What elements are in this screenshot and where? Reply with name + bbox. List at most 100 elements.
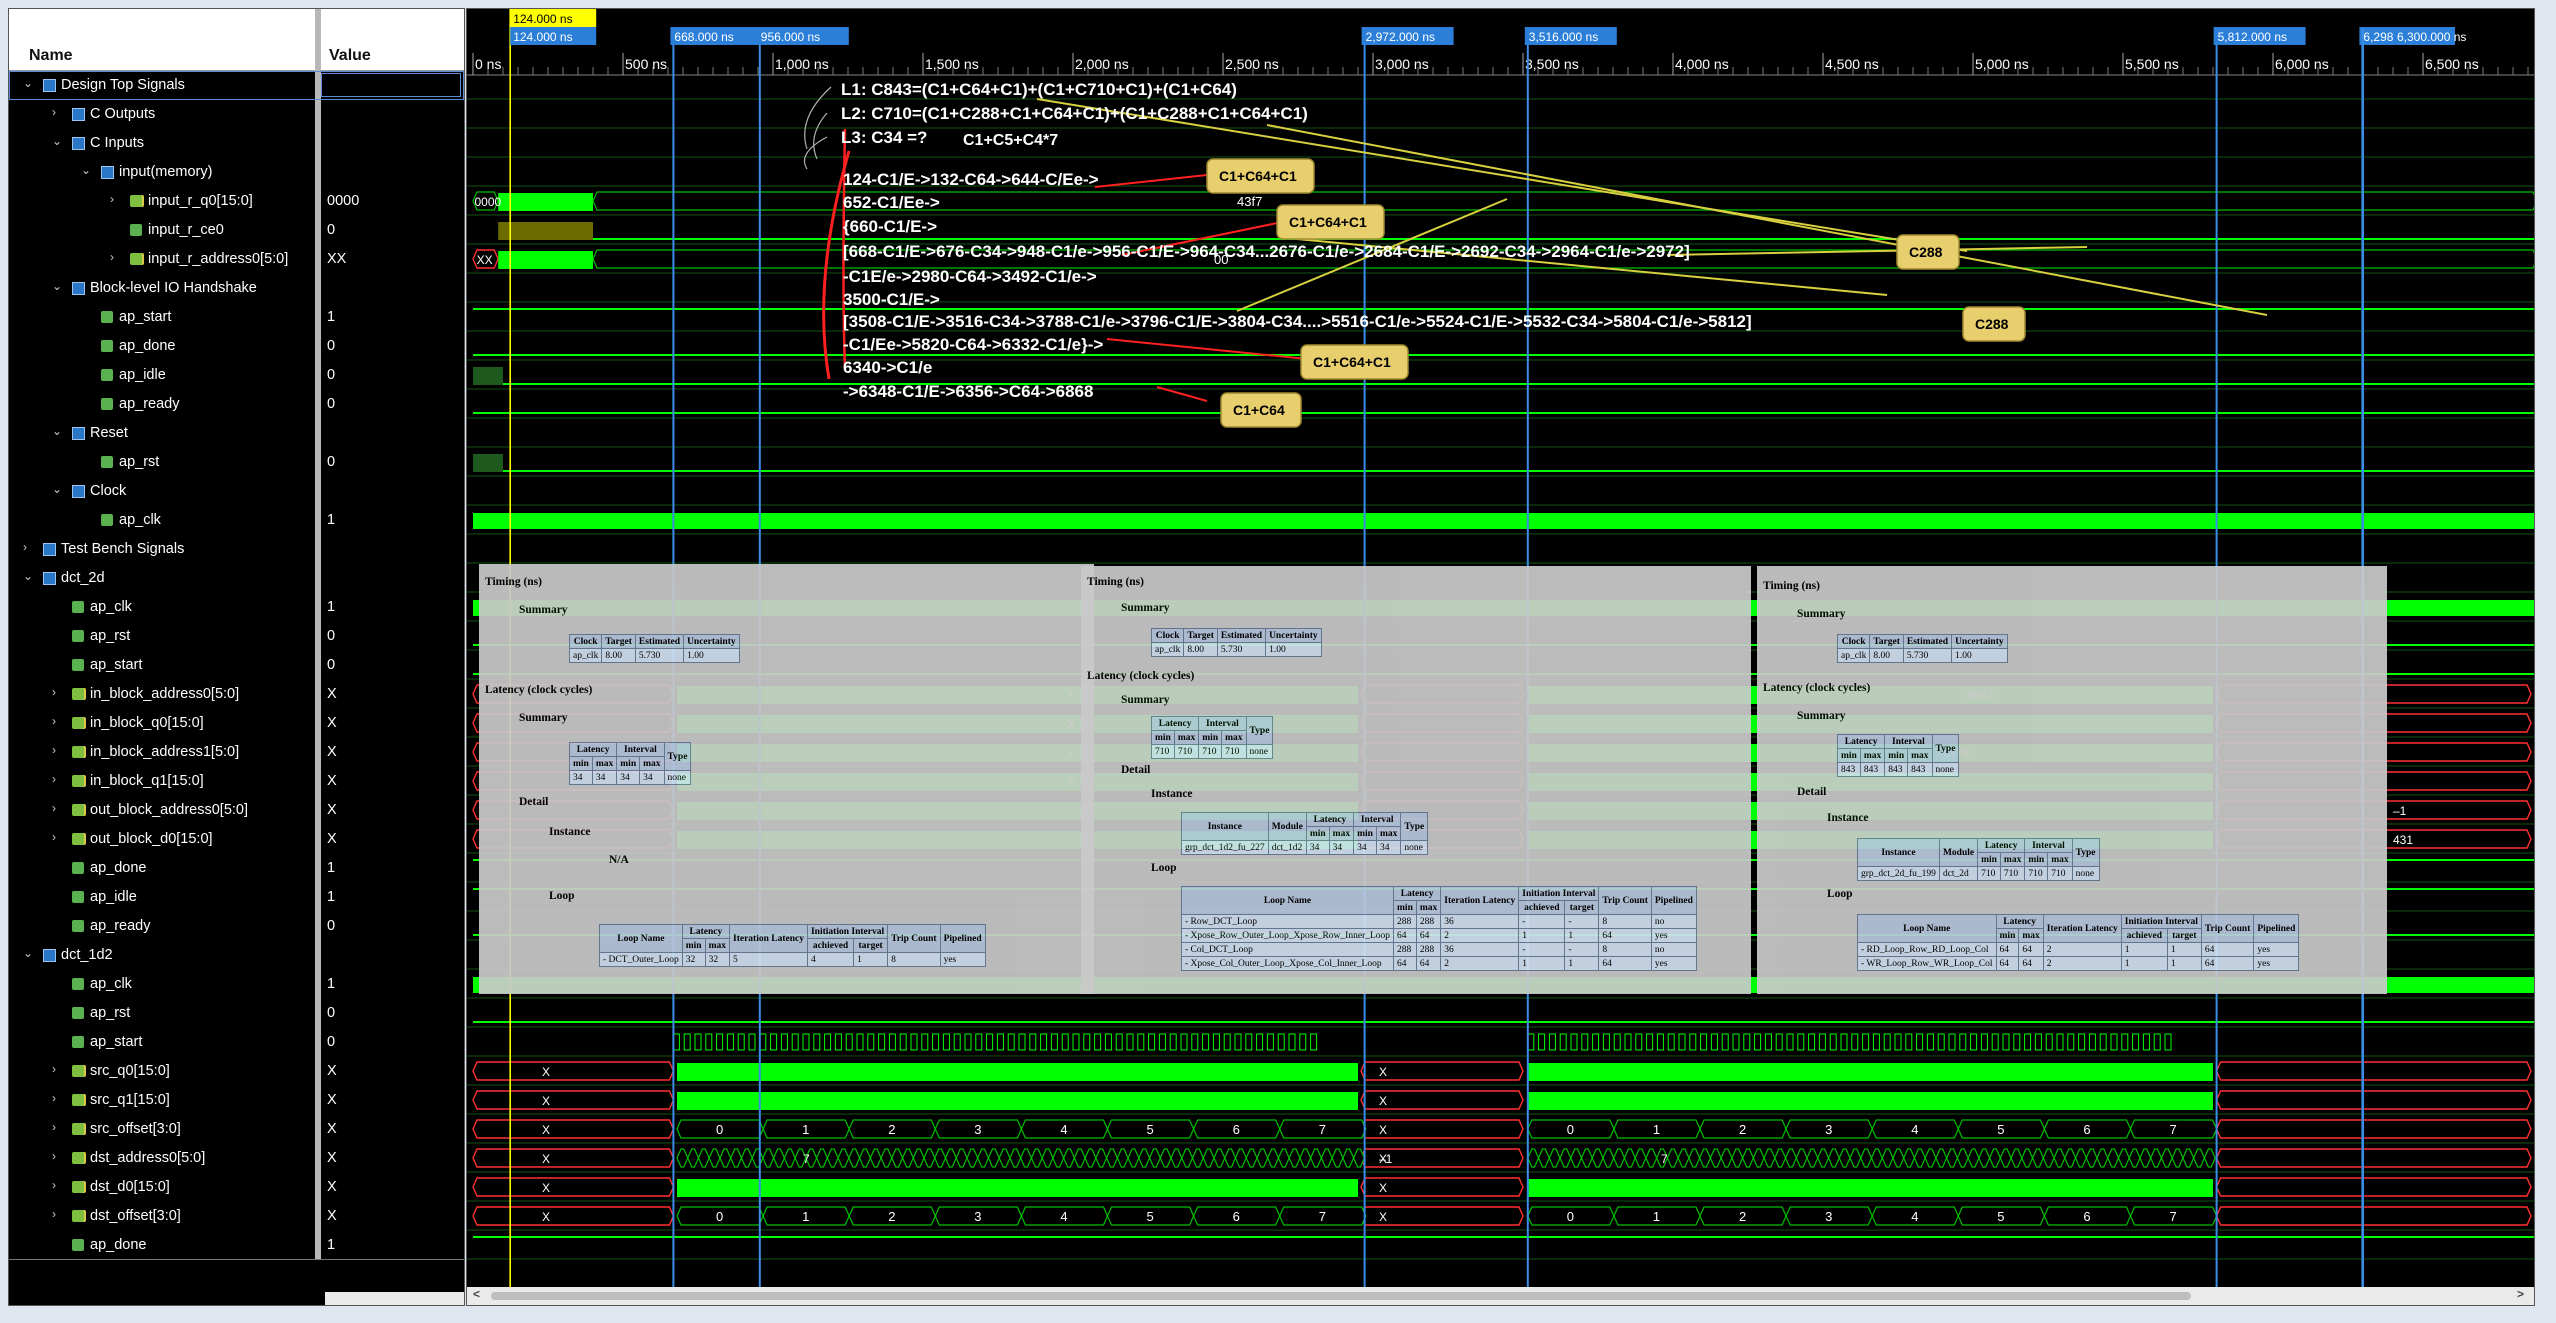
bus-segment[interactable] xyxy=(1138,1148,1151,1168)
x-segment[interactable] xyxy=(2215,1119,2532,1139)
bus-segment[interactable] xyxy=(1892,1148,1905,1168)
bus-segment[interactable] xyxy=(1935,1148,1948,1168)
bus-segment[interactable] xyxy=(1320,1148,1333,1168)
bus-segment[interactable] xyxy=(901,1148,914,1168)
bus-segment[interactable] xyxy=(1159,1148,1172,1168)
expand-right-icon[interactable]: › xyxy=(52,1120,56,1134)
scroll-thumb[interactable] xyxy=(491,1292,2191,1300)
bus-segment[interactable] xyxy=(1731,1148,1744,1168)
bus-segment[interactable] xyxy=(837,1148,850,1168)
tree-row[interactable]: ›in_block_q1[15:0]X xyxy=(9,767,464,796)
tree-row[interactable]: ⌄C Inputs xyxy=(9,129,464,158)
marker-flag[interactable] xyxy=(2213,27,2306,45)
bus-segment[interactable] xyxy=(1688,1148,1701,1168)
bus-segment[interactable] xyxy=(1084,1148,1097,1168)
bus-segment[interactable] xyxy=(2171,1148,2184,1168)
bus-segment[interactable] xyxy=(1095,1148,1108,1168)
bus-segment[interactable] xyxy=(1591,1148,1604,1168)
expand-right-icon[interactable]: › xyxy=(23,540,27,554)
x-segment[interactable] xyxy=(472,1119,675,1139)
expand-right-icon[interactable]: › xyxy=(52,772,56,786)
bus-segment[interactable] xyxy=(2096,1148,2109,1168)
expand-right-icon[interactable]: › xyxy=(52,743,56,757)
marker-flag[interactable] xyxy=(756,27,849,45)
bus-segment[interactable] xyxy=(1073,1148,1086,1168)
bus-segment[interactable] xyxy=(1613,1148,1626,1168)
bus-segment[interactable] xyxy=(592,249,2534,269)
expand-right-icon[interactable]: › xyxy=(52,1178,56,1192)
scroll-left-icon[interactable]: < xyxy=(473,1287,481,1301)
bus-segment[interactable] xyxy=(987,1148,1000,1168)
expand-right-icon[interactable]: › xyxy=(52,1207,56,1221)
x-segment[interactable] xyxy=(472,1148,675,1168)
bus-segment[interactable] xyxy=(1052,1148,1065,1168)
bus-segment[interactable] xyxy=(2160,1148,2173,1168)
x-segment[interactable] xyxy=(2215,1148,2532,1168)
bus-segment[interactable] xyxy=(1559,1148,1572,1168)
bus-segment[interactable] xyxy=(1288,1148,1301,1168)
value-column-header[interactable]: Value xyxy=(321,9,464,71)
expand-right-icon[interactable]: › xyxy=(52,685,56,699)
bus-segment[interactable] xyxy=(2010,1148,2023,1168)
bus-segment[interactable] xyxy=(1709,1148,1722,1168)
bus-segment[interactable] xyxy=(1999,1148,2012,1168)
expand-down-icon[interactable]: ⌄ xyxy=(52,279,63,293)
bus-segment[interactable] xyxy=(1946,1148,1959,1168)
tree-row[interactable]: ›dst_offset[3:0]X xyxy=(9,1202,464,1231)
bus-segment[interactable] xyxy=(1763,1148,1776,1168)
bus-segment[interactable] xyxy=(1267,1148,1280,1168)
bus-segment[interactable] xyxy=(815,1148,829,1168)
tree-row[interactable]: ›dst_d0[15:0]X xyxy=(9,1173,464,1202)
expand-right-icon[interactable]: › xyxy=(52,830,56,844)
bus-segment[interactable] xyxy=(1116,1148,1129,1168)
bus-segment[interactable] xyxy=(1849,1148,1862,1168)
bus-segment[interactable] xyxy=(1838,1148,1851,1168)
tree-row[interactable]: ›in_block_address0[5:0]X xyxy=(9,680,464,709)
bus-segment[interactable] xyxy=(2042,1148,2055,1168)
bus-segment[interactable] xyxy=(858,1148,871,1168)
bus-segment[interactable] xyxy=(1817,1148,1830,1168)
bus-segment[interactable] xyxy=(1602,1148,1615,1168)
bus-segment[interactable] xyxy=(891,1148,904,1168)
tree-row[interactable]: ⌄Block-level IO Handshake xyxy=(9,274,464,303)
bus-segment[interactable] xyxy=(2107,1148,2120,1168)
bus-segment[interactable] xyxy=(2117,1148,2130,1168)
x-segment[interactable] xyxy=(472,1206,675,1226)
expand-right-icon[interactable]: › xyxy=(52,1091,56,1105)
expand-right-icon[interactable]: › xyxy=(110,192,114,206)
bus-segment[interactable] xyxy=(1245,1148,1258,1168)
bus-segment[interactable] xyxy=(783,1148,796,1168)
tree-row[interactable]: ›in_block_q0[15:0]X xyxy=(9,709,464,738)
bus-segment[interactable] xyxy=(697,1148,710,1168)
bus-segment[interactable] xyxy=(1623,1148,1636,1168)
bus-segment[interactable] xyxy=(2139,1148,2152,1168)
bus-segment[interactable] xyxy=(1020,1148,1033,1168)
expand-right-icon[interactable]: › xyxy=(52,801,56,815)
x-segment[interactable] xyxy=(2215,1206,2532,1226)
marker-flag[interactable] xyxy=(2393,27,2455,45)
bus-segment[interactable] xyxy=(676,1148,689,1168)
expand-right-icon[interactable]: › xyxy=(52,1062,56,1076)
bus-segment[interactable] xyxy=(1256,1148,1269,1168)
bus-segment[interactable] xyxy=(730,1148,743,1168)
expand-right-icon[interactable]: › xyxy=(110,250,114,264)
x-segment[interactable] xyxy=(2215,1090,2532,1110)
bus-segment[interactable] xyxy=(1170,1148,1183,1168)
value-edit-box[interactable] xyxy=(321,73,461,97)
tree-row[interactable]: ›input_r_q0[15:0]0000 xyxy=(9,187,464,216)
bus-segment[interactable] xyxy=(1181,1148,1194,1168)
bus-segment[interactable] xyxy=(1903,1148,1916,1168)
column-splitter[interactable] xyxy=(315,9,321,1305)
bus-segment[interactable] xyxy=(2074,1148,2087,1168)
bus-segment[interactable] xyxy=(1224,1148,1237,1168)
x-segment[interactable] xyxy=(472,1090,675,1110)
bus-segment[interactable] xyxy=(977,1148,990,1168)
